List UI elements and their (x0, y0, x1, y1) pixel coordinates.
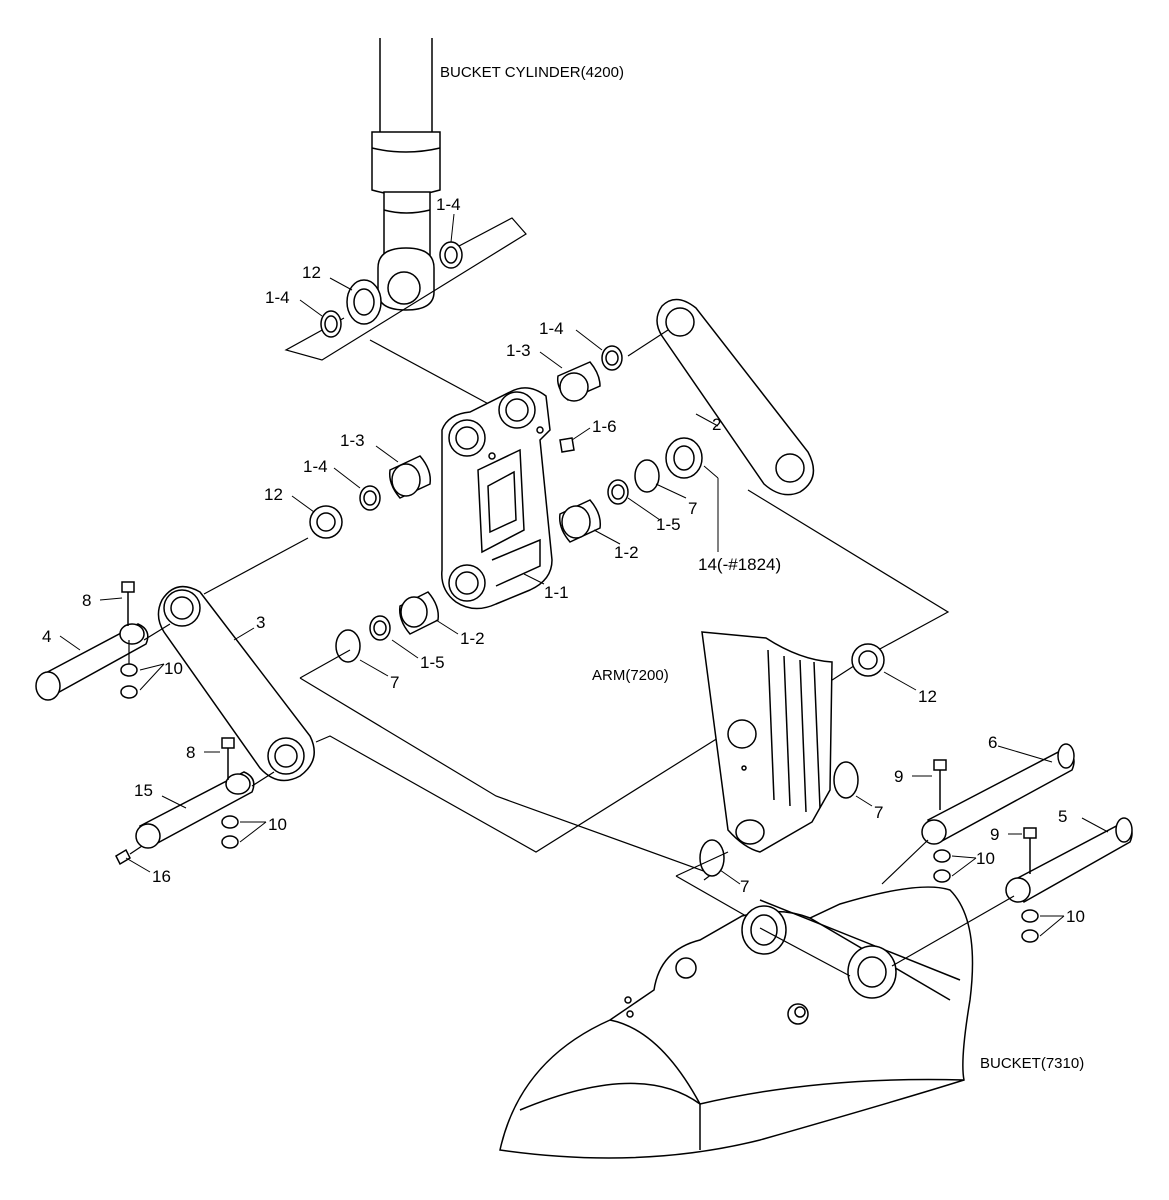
callout-9: 9 (990, 825, 999, 844)
nut-10-far-b (1021, 929, 1039, 943)
assembly-labels: BUCKET CYLINDER(4200) ARM(7200) BUCKET(7… (440, 64, 1084, 1072)
nut-10-right-b (933, 869, 951, 883)
leader-lines (59, 213, 1109, 937)
pin-4 (35, 623, 171, 701)
bolt-8-lower (221, 737, 235, 780)
link-2-plane (747, 489, 950, 651)
bolt-8-upper (121, 581, 135, 626)
arm-plane (675, 851, 729, 877)
grease-fitting-1-6 (559, 437, 575, 453)
link-3-plane (299, 649, 351, 679)
callout-6: 6 (988, 733, 997, 752)
callout-1-3: 1-3 (340, 431, 365, 450)
callout-1-3: 1-3 (506, 341, 531, 360)
oring-7-arm-upper (833, 761, 859, 799)
callout-9: 9 (894, 767, 903, 786)
bucket-link-1-1 (441, 387, 553, 610)
seal-1-5-right (607, 479, 629, 505)
shim-12-arm (851, 643, 885, 677)
nut-10-lower-a (221, 815, 239, 829)
callout-8: 8 (82, 591, 91, 610)
callout-8: 8 (186, 743, 195, 762)
nut-10-upper-a (120, 663, 138, 677)
callout-10: 10 (1066, 907, 1085, 926)
pin-6 (881, 743, 1075, 885)
shim-12-top (346, 279, 382, 325)
callout-1-2: 1-2 (460, 629, 485, 648)
callout-12: 12 (918, 687, 937, 706)
seal-1-4-top (439, 241, 463, 269)
callout-1-4: 1-4 (265, 288, 290, 307)
nut-10-right-a (933, 849, 951, 863)
callout-14: 14(-#1824) (698, 555, 781, 574)
callout-10: 10 (268, 815, 287, 834)
callout-3: 3 (256, 613, 265, 632)
callout-12: 12 (264, 485, 283, 504)
nut-10-upper-b (120, 685, 138, 699)
seal-1-4-mid (359, 485, 381, 511)
callout-5: 5 (1058, 807, 1067, 826)
grease-fitting-16 (115, 848, 131, 866)
callout-10: 10 (976, 849, 995, 868)
nut-10-far-a (1021, 909, 1039, 923)
shim-12-mid (309, 505, 343, 539)
callout-7: 7 (390, 673, 399, 692)
oring-7-left (335, 629, 361, 663)
seal-1-4-left-top (320, 310, 342, 338)
nut-10-lower-b (221, 835, 239, 849)
callout-15: 15 (134, 781, 153, 800)
callout-1-4: 1-4 (539, 319, 564, 338)
callout-4: 4 (42, 627, 51, 646)
cylinder-pin-plane (284, 217, 527, 361)
link-2 (656, 298, 815, 496)
pin-15 (135, 771, 275, 849)
bolt-9-lower (1023, 827, 1037, 874)
callout-1-5: 1-5 (656, 515, 681, 534)
callout-1-5: 1-5 (420, 653, 445, 672)
label-bucket: BUCKET(7310) (980, 1055, 1084, 1072)
oring-7-right (634, 459, 660, 493)
callout-1-4: 1-4 (303, 457, 328, 476)
shim-14 (665, 437, 703, 479)
part-callouts: 1-4 12 1-4 1-4 1-3 1-6 2 1-3 1-4 12 7 1-… (42, 195, 1085, 926)
callout-2: 2 (712, 415, 721, 434)
label-arm: ARM(7200) (592, 667, 669, 684)
seal-1-5-lower (369, 615, 391, 641)
label-bucket-cylinder: BUCKET CYLINDER(4200) (440, 64, 624, 81)
callout-1-6: 1-6 (592, 417, 617, 436)
callout-1-1: 1-1 (544, 583, 569, 602)
bucket-cylinder (371, 38, 441, 311)
link-3 (157, 585, 315, 782)
callout-7: 7 (688, 499, 697, 518)
callout-7: 7 (874, 803, 883, 822)
callout-16: 16 (152, 867, 171, 886)
callout-12: 12 (302, 263, 321, 282)
arm (701, 631, 833, 853)
oring-7-arm-lower (699, 839, 725, 877)
callout-10: 10 (164, 659, 183, 678)
callout-7: 7 (740, 877, 749, 896)
callout-1-2: 1-2 (614, 543, 639, 562)
pin-5 (891, 817, 1133, 967)
seal-1-4-upper (601, 345, 623, 371)
callout-1-4: 1-4 (436, 195, 461, 214)
bucket (499, 886, 974, 1159)
bolt-9-upper (933, 759, 947, 810)
